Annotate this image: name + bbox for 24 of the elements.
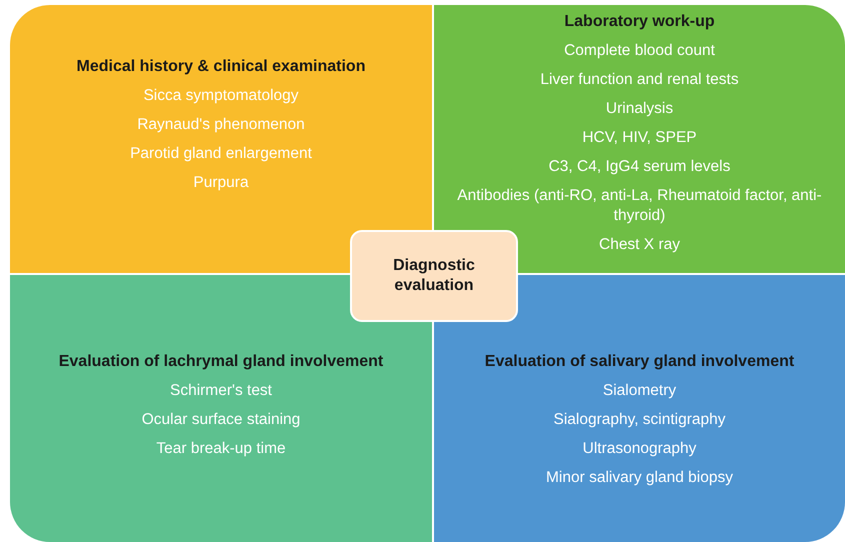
list-item: Parotid gland enlargement (130, 144, 312, 164)
list-item: Ocular surface staining (142, 410, 300, 430)
list-item: Minor salivary gland biopsy (546, 468, 733, 488)
section-heading: Laboratory work-up (564, 12, 715, 32)
list-item: Schirmer's test (170, 381, 272, 401)
section-heading: Evaluation of lachrymal gland involvement (58, 352, 384, 372)
center-label: Diagnostic evaluation (392, 256, 476, 296)
list-item: Sicca symptomatology (143, 86, 299, 106)
list-item: Sialography, scintigraphy (553, 410, 726, 430)
list-item: Antibodies (anti-RO, anti-La, Rheumatoid factor, anti-thyroid) (456, 186, 823, 226)
list-item: HCV, HIV, SPEP (582, 128, 697, 148)
list-item: Sialometry (602, 381, 676, 401)
list-item: Tear break-up time (156, 439, 286, 459)
list-item: Purpura (193, 173, 249, 193)
list-item: Raynaud's phenomenon (137, 115, 305, 135)
section-heading: Evaluation of salivary gland involvement (484, 352, 794, 372)
list-item: Urinalysis (606, 99, 674, 119)
list-item: C3, C4, IgG4 serum levels (548, 157, 730, 177)
section-heading: Medical history & clinical examination (76, 57, 366, 77)
list-item: Chest X ray (599, 235, 680, 255)
list-item: Liver function and renal tests (540, 70, 739, 90)
list-item: Complete blood count (564, 41, 715, 61)
center-box (350, 230, 518, 322)
list-item: Ultrasonography (582, 439, 696, 459)
